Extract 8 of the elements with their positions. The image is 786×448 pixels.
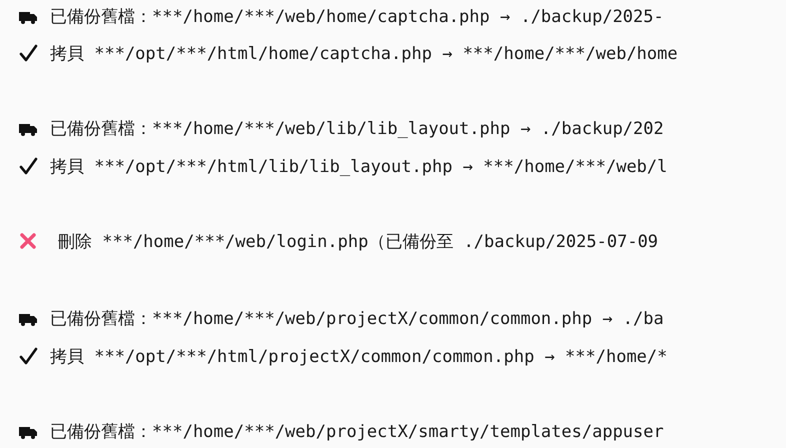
log-line: 已備份舊檔：***/home/***/web/lib/lib_layout.php → ./backup/202 <box>50 118 664 140</box>
log-line: 已備份舊檔：***/home/***/web/projectX/smarty/templates/appuser <box>50 420 664 442</box>
log-line: 拷貝 ***/opt/***/html/home/captcha.php → ***/home/***/web/home <box>50 42 678 64</box>
log-line: 已備份舊檔：***/home/***/web/home/captcha.php → ./backup/2025- <box>50 6 664 28</box>
log-line: 已備份舊檔：***/home/***/web/projectX/common/common.php → ./ba <box>50 308 664 330</box>
log-line: 拷貝 ***/opt/***/html/projectX/common/common.php → ***/home/* <box>50 346 668 368</box>
log-line: 拷貝 ***/opt/***/html/lib/lib_layout.php → ***/home/***/web/l <box>50 156 668 178</box>
log-line: 刪除 ***/home/***/web/login.php（已備份至 ./backup/2025-07-09 <box>58 230 658 252</box>
